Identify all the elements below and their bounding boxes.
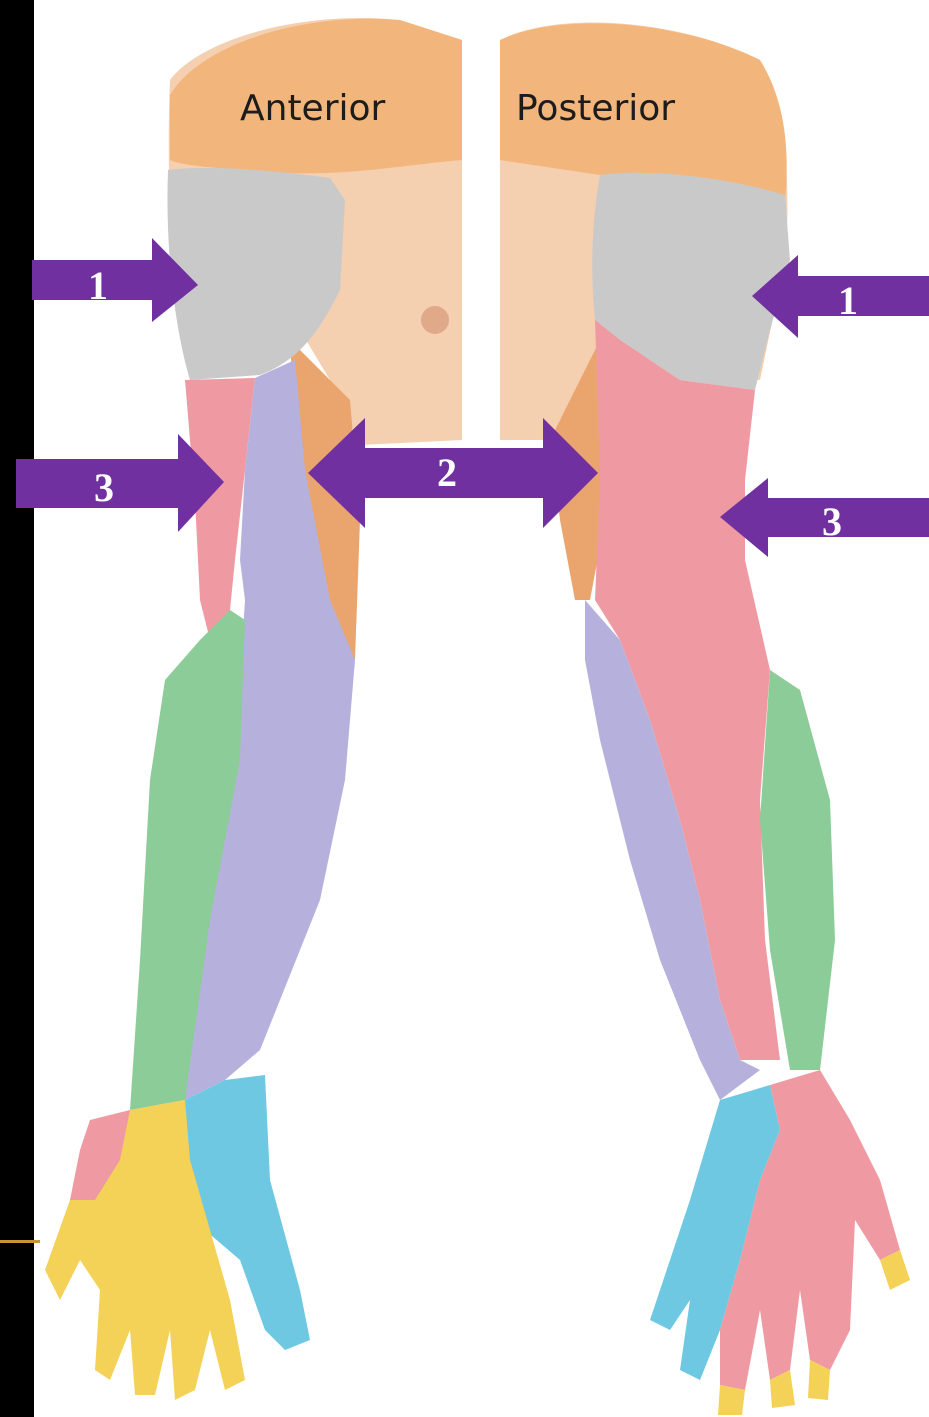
right-arrow-1-number: 1 <box>838 277 858 324</box>
anterior-label: Anterior <box>240 88 385 129</box>
center-divider <box>462 0 500 460</box>
right-arrow-3-number: 3 <box>822 498 842 545</box>
center-arrow-2-number: 2 <box>437 449 457 496</box>
left-arrow-1-number: 1 <box>88 262 108 309</box>
posterior-label: Posterior <box>516 88 675 129</box>
left-arrow-3-number: 3 <box>94 464 114 511</box>
nipple-mark <box>421 306 449 334</box>
